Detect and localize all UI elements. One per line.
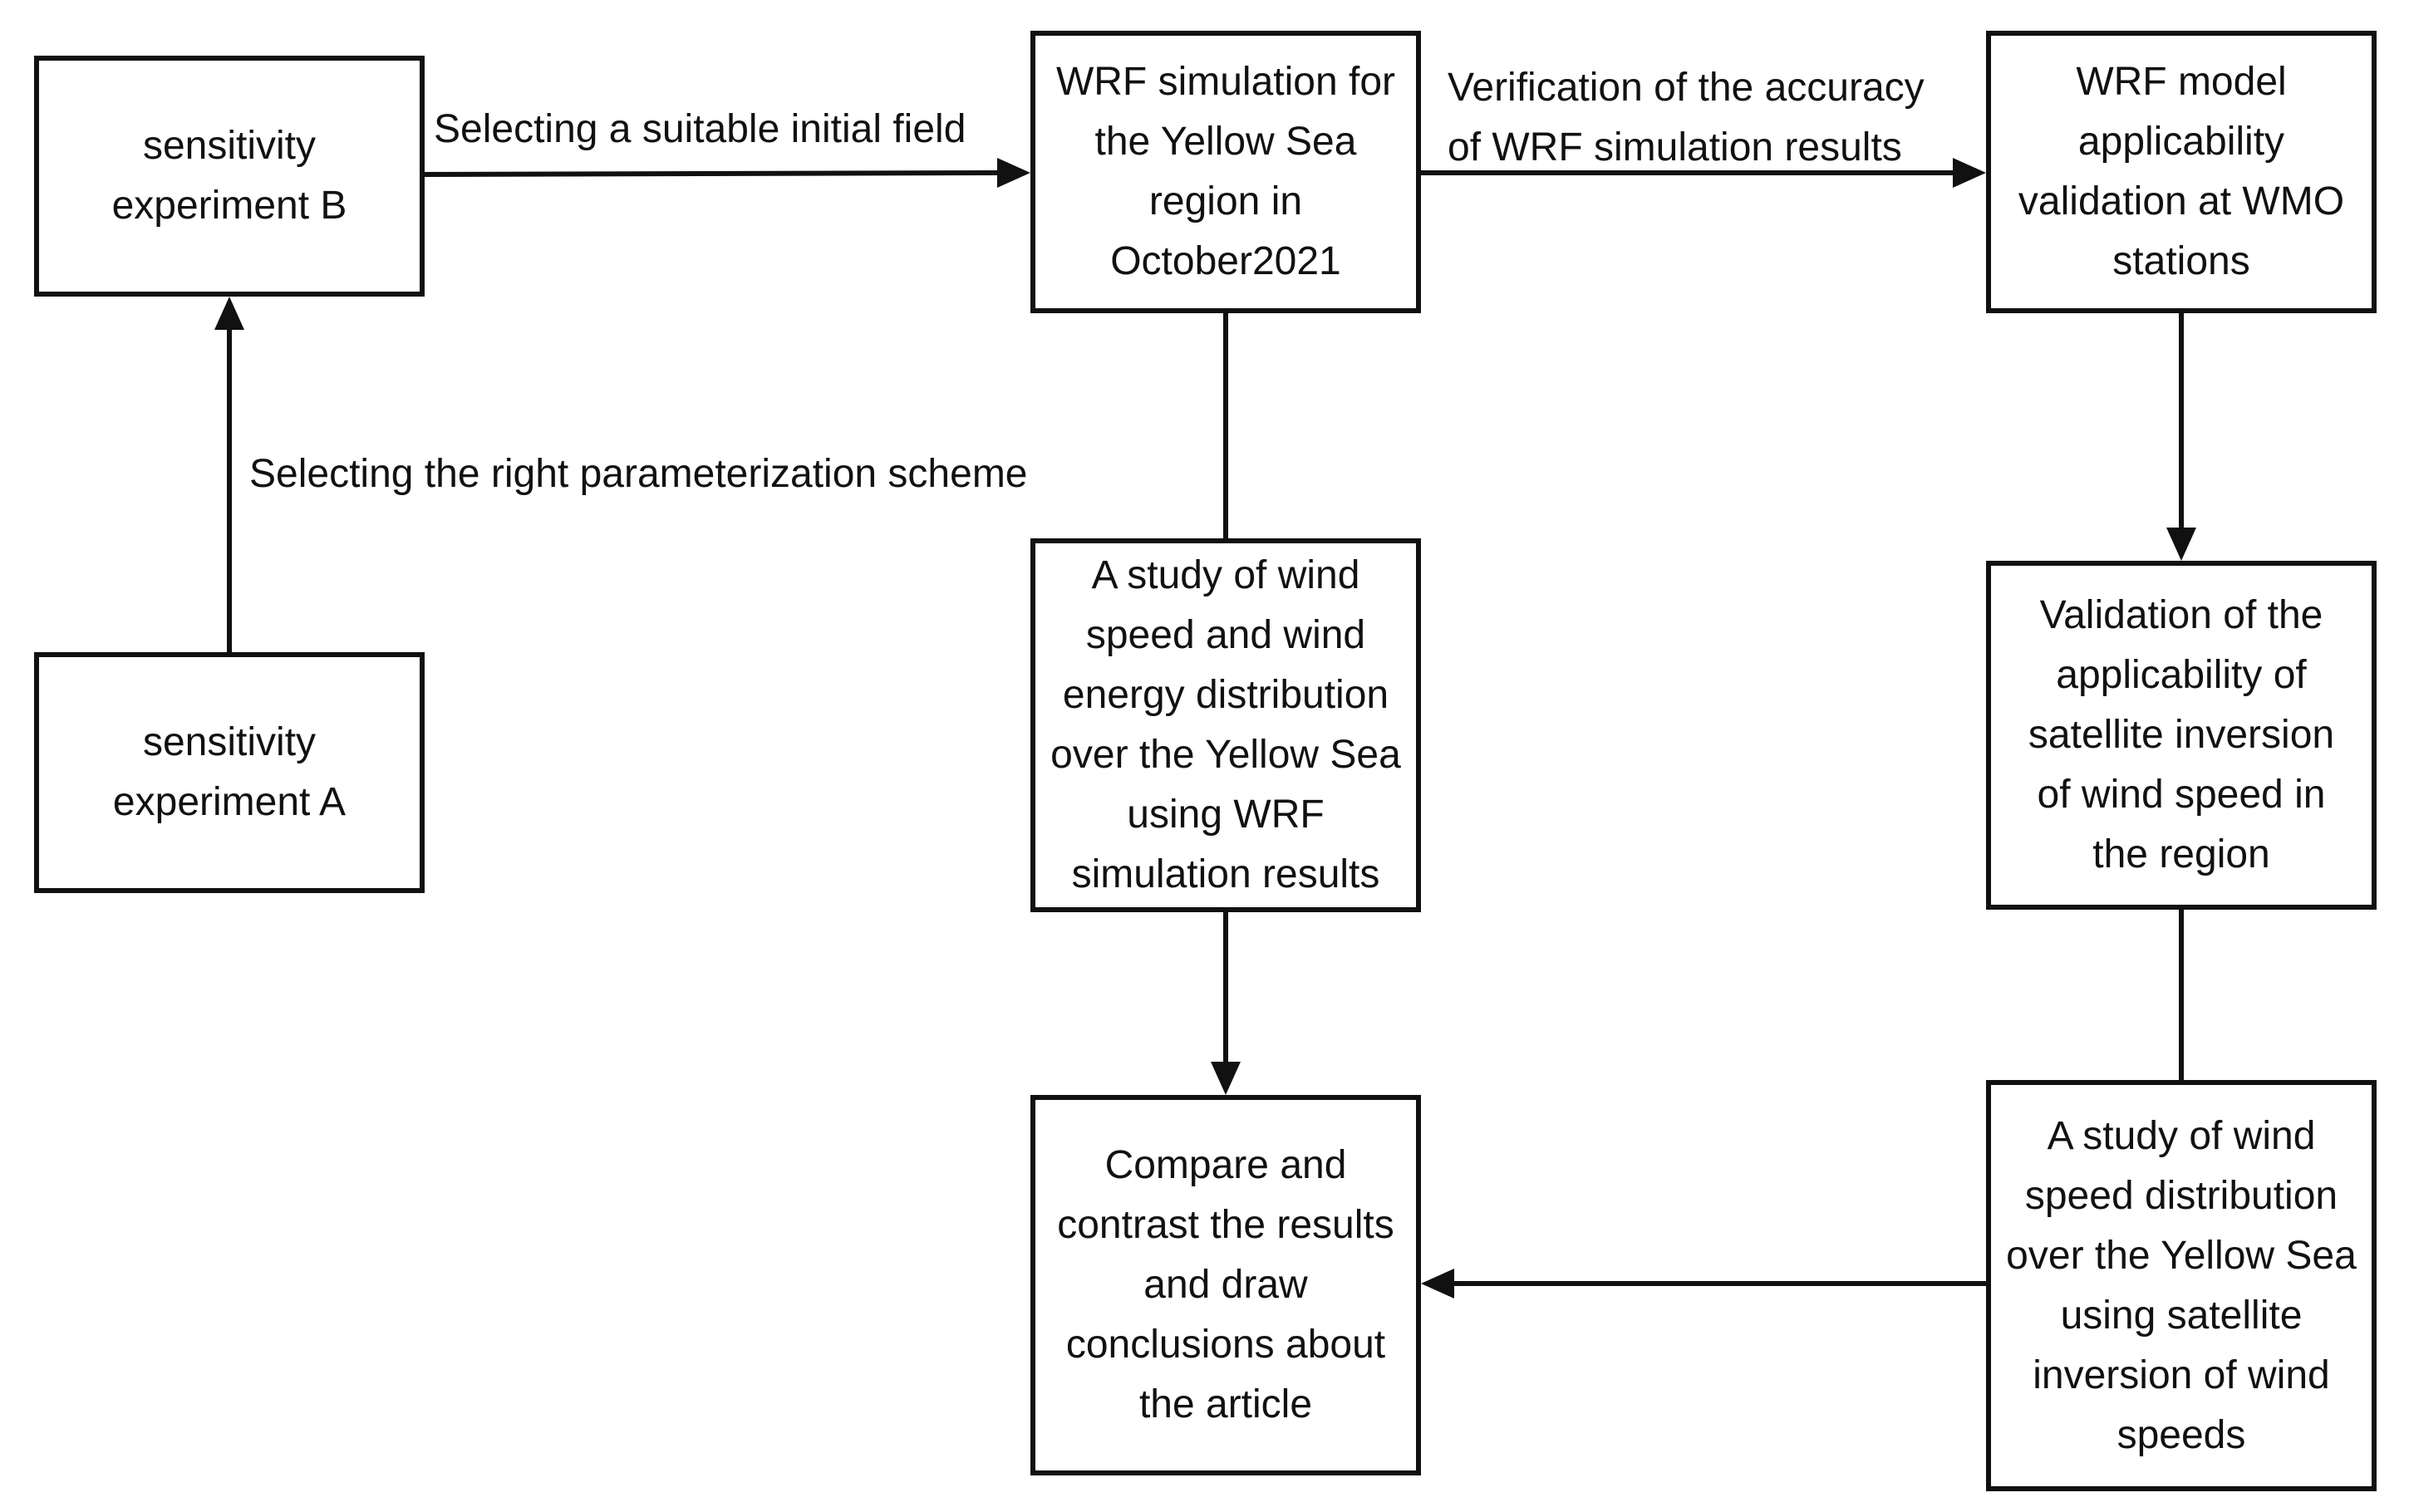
node-wmo-validation: WRF model applicability validation at WM… bbox=[1986, 31, 2377, 313]
node-wrf-simulation: WRF simulation for the Yellow Sea region… bbox=[1030, 31, 1421, 313]
node-label: WRF simulation for the Yellow Sea region… bbox=[1055, 60, 1396, 283]
node-sensitivity-experiment-a: sensitivity experiment A bbox=[34, 652, 425, 893]
edge-label-parameterization: Selecting the right parameterization sch… bbox=[249, 452, 1028, 496]
arrowhead-down-compare bbox=[1211, 1062, 1241, 1095]
arrowhead-down-sat-valid bbox=[2166, 528, 2196, 561]
node-label: Compare and contrast the results and dra… bbox=[1057, 1143, 1394, 1426]
arrowhead-right-wmo bbox=[1953, 158, 1986, 188]
edge-label-verification: Verification of the accuracy of WRF simu… bbox=[1448, 66, 1925, 169]
node-label: sensitivity experiment B bbox=[111, 124, 347, 228]
node-label: A study of wind speed and wind energy di… bbox=[1050, 553, 1401, 896]
arrow-exp-b-to-wrf-sim bbox=[424, 170, 998, 177]
node-satellite-validation: Validation of the applicability of satel… bbox=[1986, 561, 2377, 910]
node-label: Validation of the applicability of satel… bbox=[2028, 593, 2335, 876]
node-label: A study of wind speed distribution over … bbox=[2006, 1113, 2357, 1457]
node-study-satellite: A study of wind speed distribution over … bbox=[1986, 1080, 2377, 1491]
arrowhead-up-exp-b bbox=[214, 297, 244, 330]
node-study-wrf-results: A study of wind speed and wind energy di… bbox=[1030, 538, 1421, 912]
node-label: WRF model applicability validation at WM… bbox=[2018, 60, 2345, 283]
arrowhead-right-wrf-sim bbox=[997, 158, 1030, 188]
edge-label-initial-field: Selecting a suitable initial field bbox=[434, 107, 966, 151]
node-compare-conclusions: Compare and contrast the results and dra… bbox=[1030, 1095, 1421, 1475]
node-label: sensitivity experiment A bbox=[112, 720, 347, 824]
node-sensitivity-experiment-b: sensitivity experiment B bbox=[34, 56, 425, 297]
arrowhead-left-compare bbox=[1421, 1269, 1454, 1298]
